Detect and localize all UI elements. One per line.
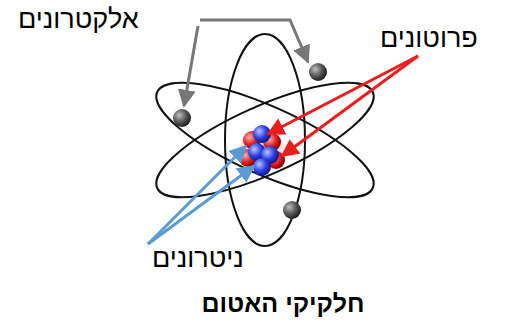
- orbit: [143, 61, 386, 219]
- neutron: [253, 158, 271, 176]
- particle-label: פרוטונים: [380, 24, 478, 54]
- particle-label: ניטרונים: [152, 244, 244, 274]
- electron: [173, 109, 191, 127]
- leader-line: [268, 56, 418, 134]
- figure-caption: חלקיקי האטום: [202, 290, 365, 318]
- leader-line: [148, 146, 246, 244]
- electron: [309, 63, 327, 81]
- orbit: [225, 34, 305, 246]
- leader-line: [148, 166, 254, 244]
- electron: [283, 201, 301, 219]
- leader-line: [200, 20, 308, 62]
- particle-label: אלקטרונים: [18, 5, 139, 35]
- leader-line: [184, 26, 198, 106]
- orbit: [143, 61, 386, 219]
- leader-line: [282, 56, 418, 156]
